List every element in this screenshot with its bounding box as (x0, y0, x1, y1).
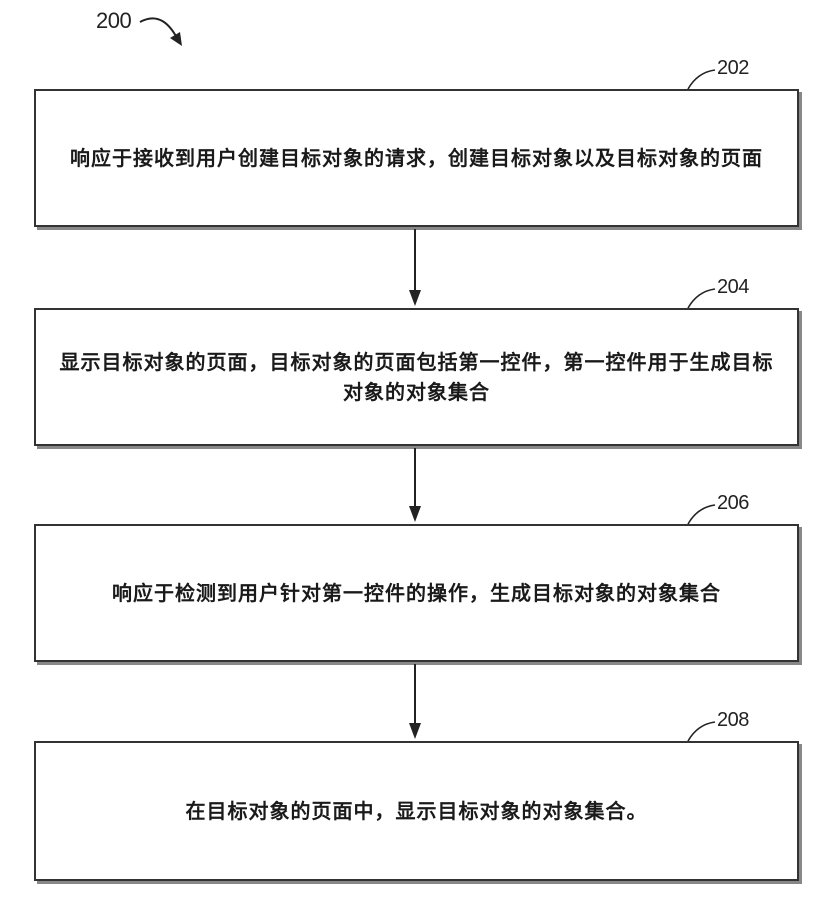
step-ref-202: 202 (717, 57, 749, 80)
step-ref-206: 206 (717, 492, 749, 515)
leader-line-204 (688, 289, 715, 308)
step-ref-208: 208 (717, 709, 749, 732)
arrow-206-to-208 (409, 664, 421, 739)
leader-line-208 (688, 722, 715, 741)
leader-line-202 (688, 70, 715, 89)
step-text-206: 响应于检测到用户针对第一控件的操作，生成目标对象的对象集合 (112, 578, 721, 608)
arrow-202-to-204 (409, 229, 421, 306)
figure-curved-arrow (140, 18, 178, 40)
step-text-204: 显示目标对象的页面，目标对象的页面包括第一控件，第一控件用于生成目标对象的对象集… (52, 347, 781, 407)
step-box-204: 显示目标对象的页面，目标对象的页面包括第一控件，第一控件用于生成目标对象的对象集… (34, 308, 799, 446)
step-box-208: 在目标对象的页面中，显示目标对象的对象集合。 (34, 741, 799, 881)
step-box-206: 响应于检测到用户针对第一控件的操作，生成目标对象的对象集合 (34, 524, 799, 662)
leader-line-206 (688, 505, 715, 524)
step-box-202: 响应于接收到用户创建目标对象的请求，创建目标对象以及目标对象的页面 (34, 89, 799, 227)
step-text-202: 响应于接收到用户创建目标对象的请求，创建目标对象以及目标对象的页面 (70, 143, 763, 173)
arrow-204-to-206 (409, 448, 421, 522)
figure-number: 200 (96, 8, 131, 34)
step-text-208: 在目标对象的页面中，显示目标对象的对象集合。 (186, 796, 648, 826)
step-ref-204: 204 (717, 276, 749, 299)
figure-arrowhead (170, 32, 182, 46)
